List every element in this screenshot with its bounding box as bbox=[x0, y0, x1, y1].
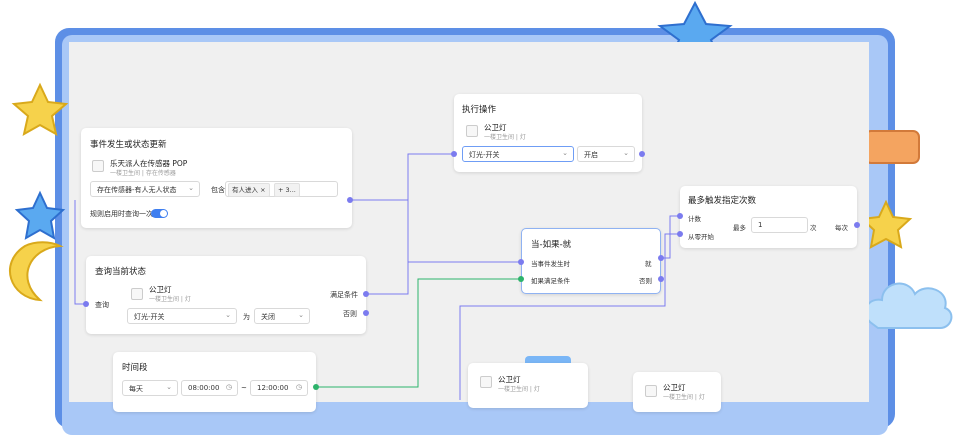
device-thumbnail bbox=[92, 160, 104, 172]
query-value-select[interactable]: 关闭 ⌄ bbox=[254, 308, 310, 324]
unit-label: 次 bbox=[810, 224, 817, 232]
query-state-select-value: 灯光-开关 bbox=[134, 313, 165, 321]
star-decoration-left-yellow bbox=[11, 82, 69, 136]
action-select[interactable]: 灯光-开关 ⌄ bbox=[462, 146, 574, 162]
device-thumbnail bbox=[131, 288, 143, 300]
device-location: 一楼卫生间 | 灯 bbox=[663, 394, 705, 401]
condition-input-label: 如果满足条件 bbox=[531, 277, 570, 285]
trigger-count-node[interactable]: 最多触发指定次数 计数 从零开始 最多 1 次 每次 bbox=[680, 186, 857, 248]
trigger-reset-port[interactable] bbox=[677, 231, 683, 237]
device-thumbnail bbox=[480, 376, 492, 388]
trigger-count-port[interactable] bbox=[677, 213, 683, 219]
action-node[interactable]: 执行操作 公卫灯 一楼卫生间 | 灯 灯光-开关 ⌄ 开启 ⌄ bbox=[454, 94, 642, 172]
value-tag-label: 有人进入 bbox=[232, 186, 258, 194]
query-input-label: 查询 bbox=[95, 301, 109, 309]
chevron-down-icon: ⌄ bbox=[623, 149, 629, 157]
value-tag: 有人进入 × bbox=[228, 183, 270, 197]
trigger-each-port[interactable] bbox=[854, 222, 860, 228]
chevron-down-icon: ⌄ bbox=[188, 184, 194, 192]
reset-input-label: 从零开始 bbox=[688, 233, 714, 241]
state-select-value: 存在传感器-有人无人状态 bbox=[97, 186, 177, 194]
close-icon[interactable]: × bbox=[260, 186, 266, 194]
state-select[interactable]: 存在传感器-有人无人状态 ⌄ bbox=[90, 181, 200, 197]
satisfied-output-label: 满足条件 bbox=[330, 291, 358, 299]
device-thumbnail bbox=[645, 385, 657, 397]
count-input-label: 计数 bbox=[688, 215, 701, 223]
repeat-select[interactable]: 每天 ⌄ bbox=[122, 380, 178, 396]
then-output-label: 就 bbox=[645, 260, 652, 268]
condition-event-port[interactable] bbox=[518, 259, 524, 265]
query-node-title: 查询当前状态 bbox=[95, 267, 147, 277]
query-satisfied-port[interactable] bbox=[363, 291, 369, 297]
contains-label: 包含 bbox=[211, 186, 225, 194]
chevron-down-icon: ⌄ bbox=[298, 311, 304, 319]
start-time-value: 08:00:00 bbox=[188, 384, 220, 392]
device-name: 乐天派人在传感器 POP bbox=[110, 159, 188, 168]
device-location: 一楼卫生间 | 灯 bbox=[149, 296, 191, 303]
start-time-select[interactable]: 08:00:00 ◷ bbox=[181, 380, 238, 396]
is-label: 为 bbox=[243, 313, 250, 321]
cloud-decoration bbox=[864, 282, 953, 329]
startup-query-toggle[interactable] bbox=[151, 209, 168, 218]
chevron-down-icon: ⌄ bbox=[225, 311, 231, 319]
action-value-select-value: 开启 bbox=[584, 151, 598, 159]
device-location: 一楼卫生间 | 灯 bbox=[484, 134, 526, 141]
action-select-value: 灯光-开关 bbox=[469, 151, 500, 159]
time-node-title: 时间段 bbox=[122, 363, 148, 373]
trigger-node-title: 最多触发指定次数 bbox=[688, 196, 757, 206]
max-count-input[interactable]: 1 bbox=[751, 217, 808, 233]
condition-else-port[interactable] bbox=[658, 276, 664, 282]
more-tags-badge[interactable]: + 3... bbox=[274, 183, 300, 197]
clock-icon: ◷ bbox=[295, 383, 302, 391]
device-thumbnail bbox=[466, 125, 478, 137]
clock-icon: ◷ bbox=[225, 383, 232, 391]
action-node-title: 执行操作 bbox=[462, 105, 497, 115]
chevron-down-icon: ⌄ bbox=[562, 149, 568, 157]
star-decoration-left-blue bbox=[14, 190, 66, 240]
action-output-port[interactable] bbox=[639, 151, 645, 157]
query-input-port[interactable] bbox=[83, 301, 89, 307]
query-value-select-value: 关闭 bbox=[261, 313, 275, 321]
action-input-port[interactable] bbox=[451, 151, 457, 157]
repeat-select-value: 每天 bbox=[129, 385, 143, 393]
moon-decoration bbox=[8, 241, 64, 302]
max-label: 最多 bbox=[733, 224, 746, 232]
device-node-bottom-b[interactable]: 公卫灯 一楼卫生间 | 灯 bbox=[633, 372, 721, 412]
time-output-port[interactable] bbox=[313, 384, 319, 390]
end-time-select[interactable]: 12:00:00 ◷ bbox=[250, 380, 308, 396]
else-output-label: 否则 bbox=[639, 277, 652, 285]
condition-cond-port[interactable] bbox=[518, 276, 524, 282]
startup-query-label: 规则启用时查询一次 bbox=[90, 210, 153, 218]
else-output-label: 否则 bbox=[343, 310, 357, 318]
event-input-label: 当事件发生时 bbox=[531, 260, 570, 268]
device-name: 公卫灯 bbox=[663, 383, 686, 392]
time-range-node[interactable]: 时间段 每天 ⌄ 08:00:00 ◷ ~ 12:00:00 ◷ bbox=[113, 352, 316, 412]
query-state-select[interactable]: 灯光-开关 ⌄ bbox=[127, 308, 237, 324]
value-tag-input[interactable]: 有人进入 × + 3... bbox=[225, 181, 338, 197]
each-output-label: 每次 bbox=[835, 224, 848, 232]
tilde-separator: ~ bbox=[241, 384, 247, 392]
event-node-title: 事件发生或状态更新 bbox=[90, 140, 167, 150]
device-location: 一楼卫生间 | 存在传感器 bbox=[110, 170, 176, 177]
end-time-value: 12:00:00 bbox=[257, 384, 289, 392]
max-count-value: 1 bbox=[758, 221, 763, 229]
query-else-port[interactable] bbox=[363, 310, 369, 316]
device-name: 公卫灯 bbox=[149, 285, 172, 294]
event-output-port[interactable] bbox=[347, 197, 353, 203]
condition-node-title: 当-如果-就 bbox=[531, 240, 572, 250]
device-location: 一楼卫生间 | 灯 bbox=[498, 386, 540, 393]
event-node[interactable]: 事件发生或状态更新 乐天派人在传感器 POP 一楼卫生间 | 存在传感器 存在传… bbox=[81, 128, 352, 228]
chevron-down-icon: ⌄ bbox=[166, 383, 172, 391]
condition-node[interactable]: 当-如果-就 当事件发生时 如果满足条件 就 否则 bbox=[521, 228, 661, 294]
query-node[interactable]: 查询当前状态 查询 公卫灯 一楼卫生间 | 灯 灯光-开关 ⌄ 为 关闭 ⌄ 满… bbox=[86, 256, 366, 334]
device-name: 公卫灯 bbox=[498, 375, 521, 384]
condition-then-port[interactable] bbox=[658, 255, 664, 261]
device-node-bottom-a[interactable]: 公卫灯 一楼卫生间 | 灯 bbox=[468, 363, 588, 408]
action-value-select[interactable]: 开启 ⌄ bbox=[577, 146, 635, 162]
device-name: 公卫灯 bbox=[484, 123, 507, 132]
